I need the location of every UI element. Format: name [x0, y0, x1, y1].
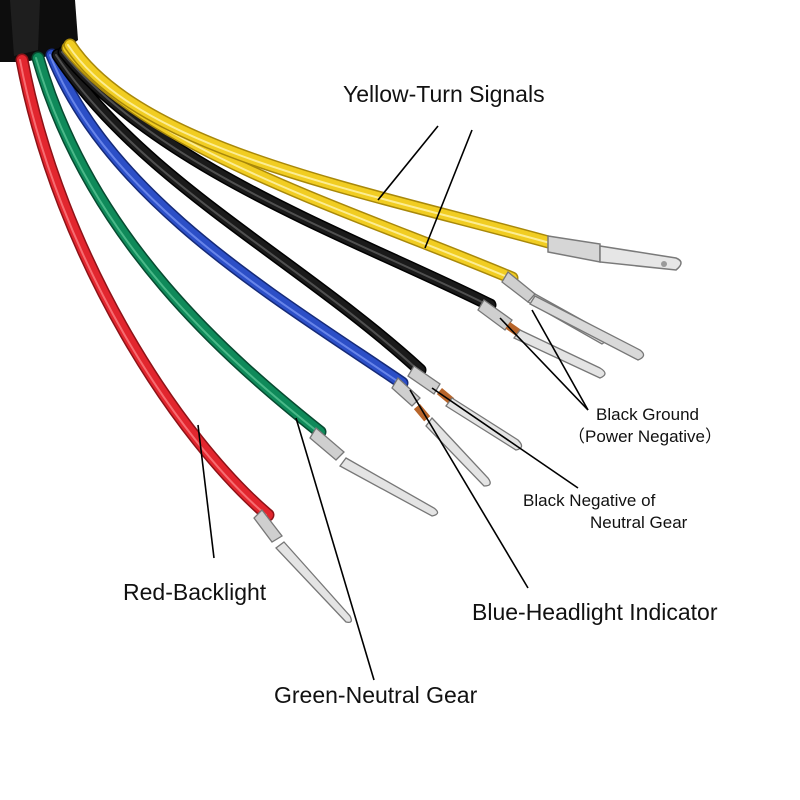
leader-line-blue	[409, 389, 529, 589]
leader-line-yellow-b	[424, 129, 473, 249]
label-green-neutral-gear: Green-Neutral Gear	[274, 682, 478, 708]
spade-connector-icon	[547, 235, 682, 271]
cable-sheath-highlight	[10, 0, 40, 56]
yellow-wire-upper	[63, 38, 559, 250]
label-black-negative-of: Black Negative of	[523, 491, 656, 510]
green-wire	[31, 51, 327, 439]
label-neutral-gear: Neutral Gear	[590, 513, 688, 532]
leader-line-black-ground-b	[499, 317, 589, 411]
blue-wire	[45, 48, 409, 390]
crimp-terminal-icon	[391, 376, 491, 487]
leader-line-green	[295, 417, 375, 681]
crimp-terminal-icon	[477, 299, 606, 379]
red-wire	[15, 53, 275, 522]
label-red-backlight: Red-Backlight	[123, 579, 267, 605]
leader-lines	[197, 125, 589, 681]
label-black-ground: Black Ground	[596, 405, 699, 424]
black-neutral-wire	[51, 48, 427, 377]
leader-line-yellow-a	[377, 125, 439, 201]
label-yellow-turn-signals: Yellow-Turn Signals	[343, 81, 545, 107]
label-power-negative: （Power Negative）	[568, 427, 723, 446]
crimp-terminal-icon	[309, 427, 439, 517]
crimp-terminal-icon	[253, 509, 352, 624]
leader-line-black-ground-a	[531, 309, 589, 411]
label-blue-headlight-indicator: Blue-Headlight Indicator	[472, 599, 718, 625]
leader-line-black-neutral	[431, 387, 579, 489]
leader-line-red	[197, 424, 215, 559]
crimp-terminal-icon	[501, 271, 645, 361]
black-ground-wire	[57, 45, 497, 312]
